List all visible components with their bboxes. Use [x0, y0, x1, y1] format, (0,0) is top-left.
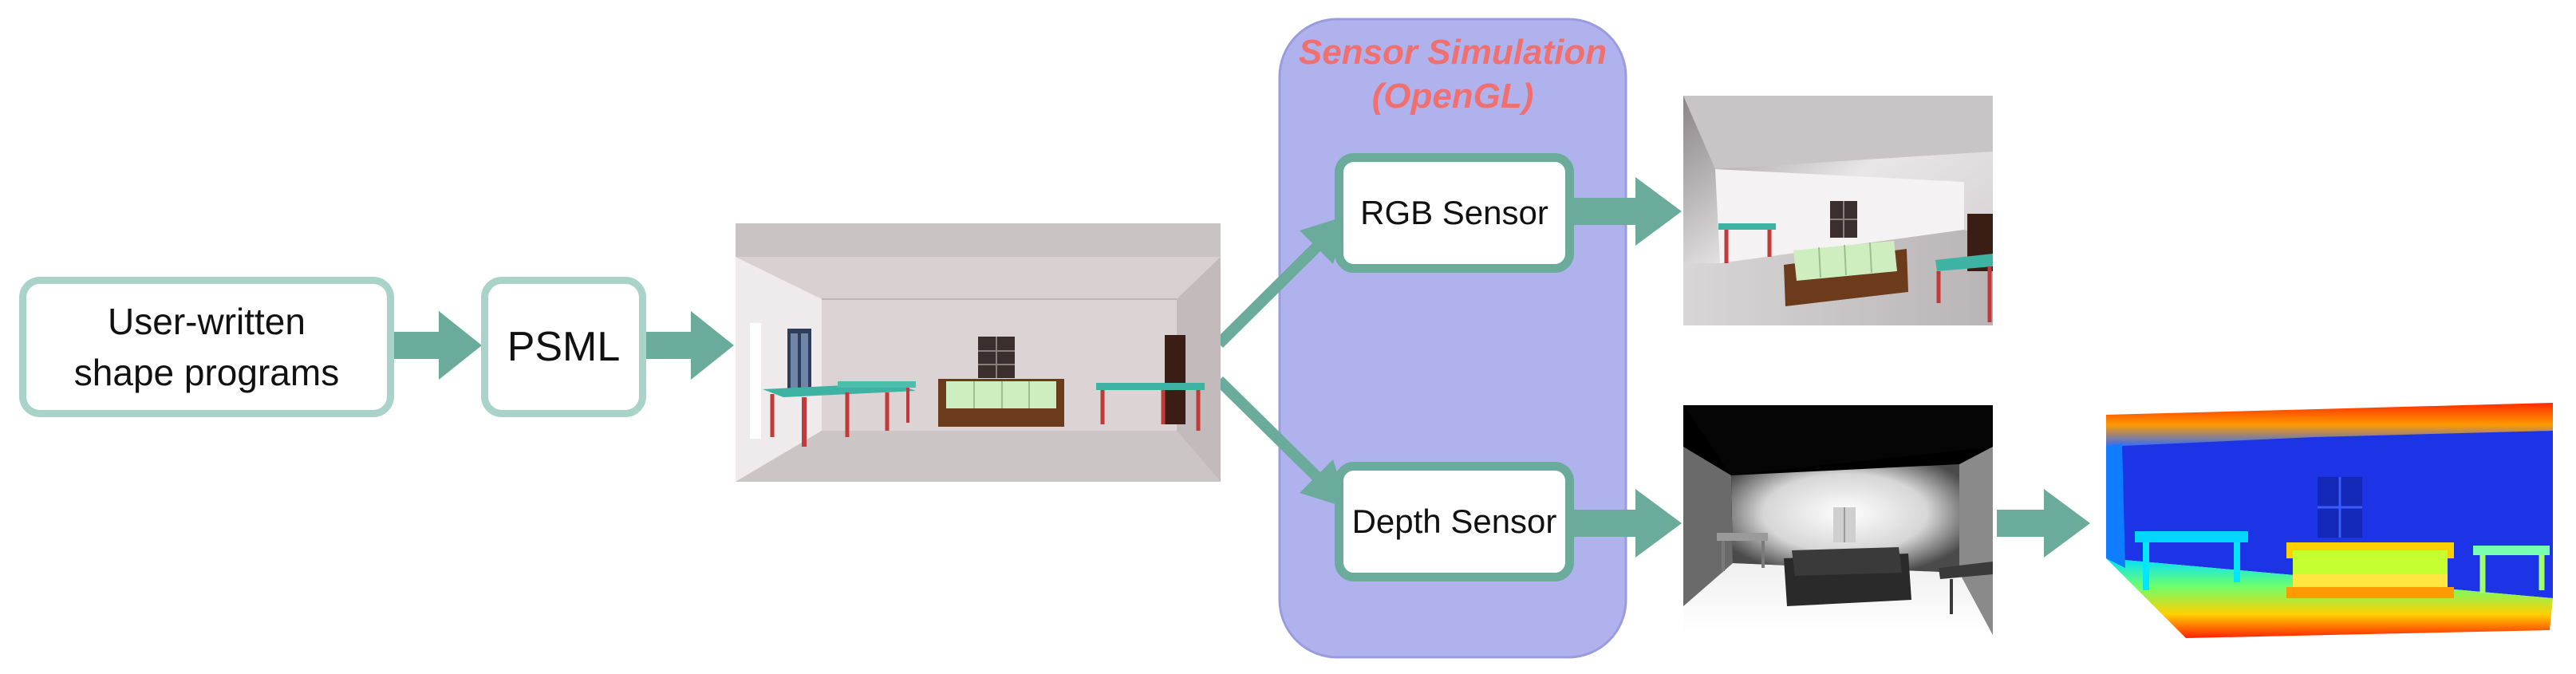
rendered-scene-image [736, 223, 1221, 482]
user-written-shape-programs-box: User-written shape programs [19, 277, 394, 417]
user-programs-line2: shape programs [73, 352, 340, 393]
arrow-depth-sensor-to-depth-image [1565, 489, 1682, 558]
rgb-sensor-label: RGB Sensor [1360, 194, 1548, 231]
psml-box: PSML [481, 277, 646, 417]
depth-sensor-image [1683, 405, 1993, 635]
panel-title-line1: Sensor Simulation [1299, 33, 1607, 72]
arrow-depth-image-to-point-cloud [1997, 489, 2090, 558]
rgb-sensor-box: RGB Sensor [1335, 153, 1574, 273]
depth-sensor-box: Depth Sensor [1335, 462, 1574, 581]
rgb-sensor-image [1683, 96, 1993, 325]
arrow-rgb-sensor-to-rgb-image [1572, 177, 1682, 246]
arrow-programs-to-psml [391, 311, 482, 380]
arrow-psml-to-scene [646, 311, 734, 380]
point-cloud-image [2106, 403, 2553, 638]
arrow-scene-to-depth-sensor [1215, 376, 1348, 508]
panel-title-line2: (OpenGL) [1372, 77, 1534, 116]
user-programs-line1: User-written [108, 301, 306, 342]
psml-label: PSML [507, 324, 621, 370]
depth-sensor-label: Depth Sensor [1351, 503, 1557, 540]
arrow-scene-to-rgb-sensor [1215, 215, 1348, 348]
